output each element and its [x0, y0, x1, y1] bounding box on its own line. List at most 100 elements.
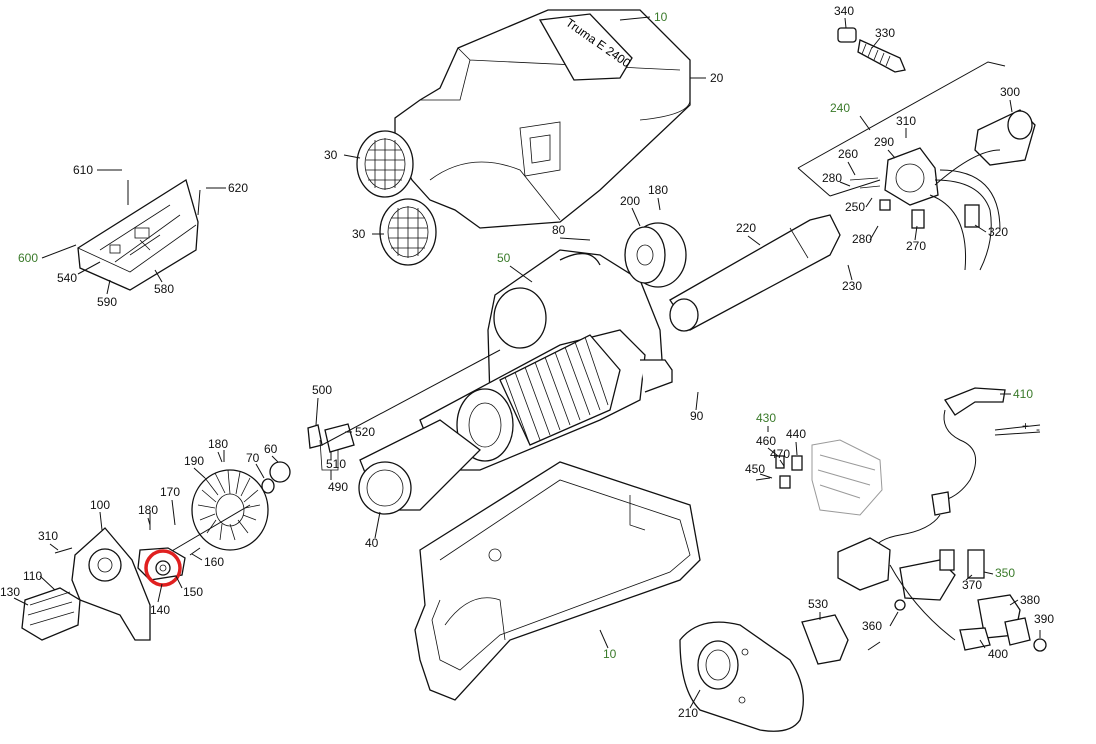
part-label-400: 400 — [988, 647, 1008, 661]
leader-line-400 — [979, 639, 986, 649]
part-label-430: 430 — [756, 411, 776, 425]
switch-assembly — [307, 349, 501, 471]
fan-wheel-200 — [624, 222, 687, 288]
leader-line-100 — [99, 511, 103, 531]
part-label-620: 620 — [228, 181, 248, 195]
highlight-circle — [144, 549, 182, 587]
leader-line-350 — [983, 571, 994, 575]
part-label-180: 180 — [648, 183, 668, 197]
part-label-500: 500 — [312, 383, 332, 397]
air-filter-lower — [379, 198, 437, 266]
shaft-170 — [164, 504, 251, 556]
leader-line-180 — [657, 197, 661, 211]
leader-line-300 — [1009, 99, 1013, 113]
minus-sign: - — [1036, 422, 1040, 436]
leader-line-310 — [49, 543, 59, 551]
nut-140 — [155, 560, 171, 576]
part-label-470: 470 — [770, 447, 790, 461]
leader-line-50 — [509, 265, 533, 283]
part-label-290: 290 — [874, 135, 894, 149]
motor-bracket-100 — [71, 527, 151, 641]
part-label-70: 70 — [246, 451, 260, 465]
igniter-unit — [849, 147, 1001, 271]
upper-housing: Truma E 2400 — [394, 9, 691, 229]
leader-line-450 — [759, 473, 773, 479]
leader-line-440 — [795, 441, 798, 456]
part-label-370: 370 — [962, 578, 982, 592]
part-label-100: 100 — [90, 498, 110, 512]
part-label-300: 300 — [1000, 85, 1020, 99]
leader-line-470 — [779, 459, 785, 467]
part-label-180: 180 — [138, 503, 158, 517]
leader-line-280 — [839, 181, 851, 187]
leader-line-90 — [695, 391, 699, 411]
leader-lines — [13, 16, 1041, 709]
leader-line-30 — [343, 154, 361, 159]
part-label-510: 510 — [326, 457, 346, 471]
part-label-490: 490 — [328, 480, 348, 494]
sensor-430 — [755, 439, 883, 516]
leader-line-250 — [865, 197, 873, 208]
leader-line-590 — [106, 279, 111, 295]
part-label-130: 130 — [0, 585, 20, 599]
tube-220 — [669, 214, 841, 332]
leader-line-160 — [191, 553, 203, 561]
bushings-60-70 — [261, 461, 291, 494]
part-label-190: 190 — [184, 454, 204, 468]
leader-line-280 — [869, 225, 879, 241]
part-label-580: 580 — [154, 282, 174, 296]
part-label-440: 440 — [786, 427, 806, 441]
part-label-30: 30 — [324, 148, 338, 162]
part-label-280: 280 — [852, 232, 872, 246]
leader-line-60 — [271, 455, 279, 463]
leader-line-200 — [631, 207, 641, 227]
part-label-320: 320 — [988, 225, 1008, 239]
part-label-310: 310 — [38, 529, 58, 543]
leader-line-10 — [599, 629, 609, 649]
part-label-60: 60 — [264, 442, 278, 456]
leader-line-240 — [859, 115, 871, 131]
exhaust-fitting — [974, 109, 1036, 166]
part-label-450: 450 — [745, 462, 765, 476]
part-label-210: 210 — [678, 706, 698, 720]
cable-harness-410 — [869, 387, 1041, 561]
cover-plate-210 — [679, 621, 804, 732]
leader-line-170 — [171, 499, 176, 526]
part-530 — [801, 614, 881, 665]
bracket-240 — [797, 61, 1006, 197]
plus-sign: + — [1022, 419, 1029, 433]
part-label-600: 600 — [18, 251, 38, 265]
part-label-360: 360 — [862, 619, 882, 633]
leader-line-180 — [217, 451, 223, 463]
part-label-280: 280 — [822, 171, 842, 185]
leader-line-580 — [154, 269, 163, 283]
part-label-220: 220 — [736, 221, 756, 235]
air-filter-upper — [356, 130, 414, 198]
leader-line-40 — [374, 511, 381, 539]
part-label-240: 240 — [830, 101, 850, 115]
leader-line-210 — [689, 689, 701, 709]
combustion-tube — [358, 419, 481, 515]
part-label-80: 80 — [552, 223, 566, 237]
part-label-590: 590 — [97, 295, 117, 309]
part-label-140: 140 — [150, 603, 170, 617]
leader-line-110 — [39, 575, 56, 591]
lower-housing — [414, 461, 701, 701]
screws-left — [54, 450, 225, 556]
leader-line-320 — [974, 224, 987, 233]
leader-line-540 — [77, 261, 101, 275]
leader-line-70 — [255, 463, 265, 479]
part-label-40: 40 — [365, 536, 379, 550]
part-label-260: 260 — [838, 147, 858, 161]
leader-line-290 — [887, 149, 896, 159]
part-label-530: 530 — [808, 597, 828, 611]
leader-line-80 — [559, 237, 591, 241]
part-label-460: 460 — [756, 434, 776, 448]
leader-line-460 — [767, 447, 779, 457]
leader-line-130 — [13, 597, 29, 606]
exhaust-hose — [837, 27, 906, 73]
part-label-230: 230 — [842, 279, 862, 293]
leader-line-150 — [175, 575, 183, 589]
